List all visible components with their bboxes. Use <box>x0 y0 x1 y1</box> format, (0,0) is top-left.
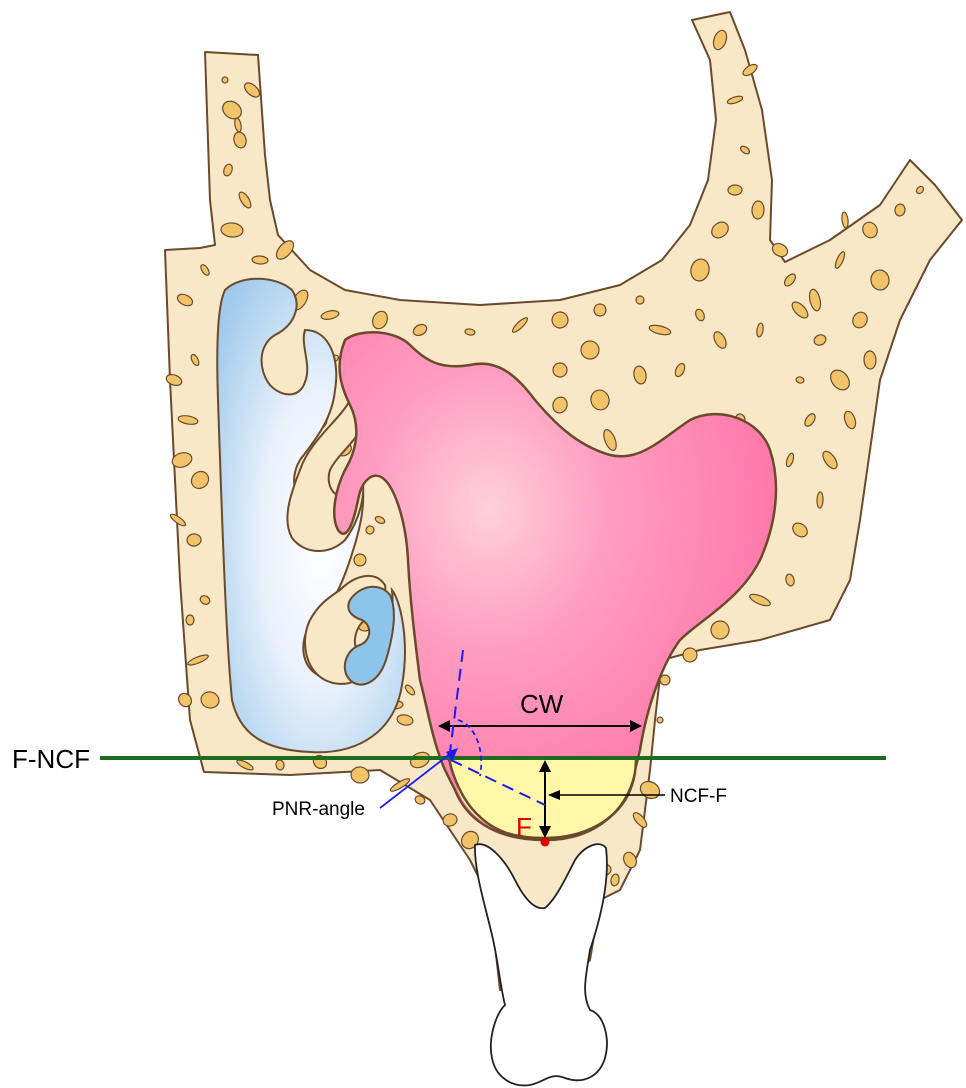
bone-pore <box>817 492 824 508</box>
bone-pore <box>752 201 765 220</box>
bone-pore <box>841 212 849 229</box>
bone-pore <box>186 615 194 625</box>
bone-pore <box>222 77 228 83</box>
bone-pore <box>728 185 742 195</box>
bone-pore <box>657 717 664 724</box>
bone-pore <box>553 363 567 377</box>
pnr-angle-label: PNR-angle <box>272 799 365 820</box>
point-f-marker <box>541 838 550 847</box>
point-f-label: F <box>516 812 532 842</box>
cw-label: CW <box>520 689 564 719</box>
ncf-f-label: NCF-F <box>670 786 727 807</box>
f-ncf-label: F-NCF <box>12 744 90 774</box>
bone-pore <box>864 351 877 370</box>
